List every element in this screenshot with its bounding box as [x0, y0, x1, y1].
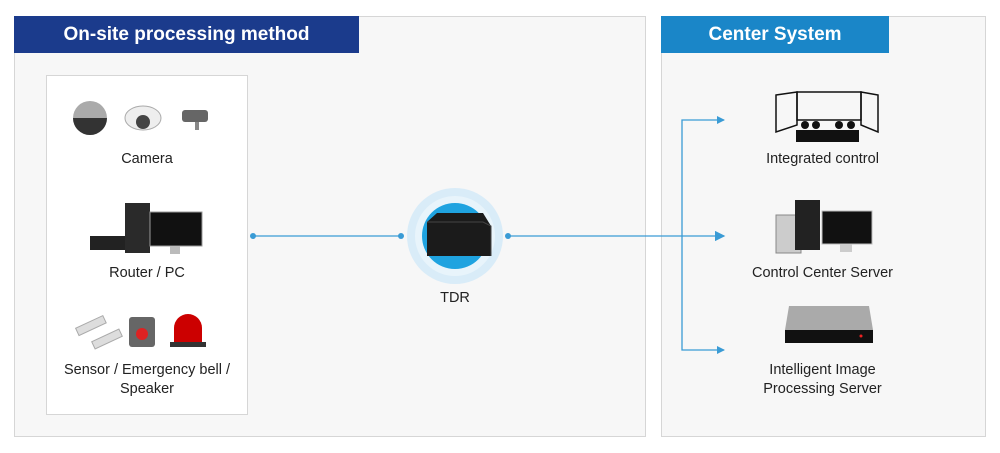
router-pc-label: Router / PC — [109, 265, 185, 281]
sensor-icon — [74, 314, 206, 350]
camera-icon — [73, 101, 208, 135]
center-panel — [661, 16, 986, 437]
center-title: Center System — [661, 16, 889, 53]
onsite-title: On-site processing method — [14, 16, 359, 53]
tdr-label: TDR — [440, 290, 470, 306]
image-server-icon — [785, 306, 873, 343]
integrated-control-label: Integrated control — [766, 151, 879, 167]
control-room-icon — [775, 91, 879, 142]
camera-label: Camera — [121, 151, 173, 167]
image-processing-server-label: Intelligent Image Processing Server — [763, 362, 882, 397]
tdr-icon — [407, 188, 503, 284]
control-center-server-label: Control Center Server — [751, 265, 894, 281]
router-pc-icon — [90, 203, 203, 254]
sensor-label: Sensor / Emergency bell / Speaker — [63, 362, 231, 397]
server-pc-icon — [775, 200, 873, 254]
